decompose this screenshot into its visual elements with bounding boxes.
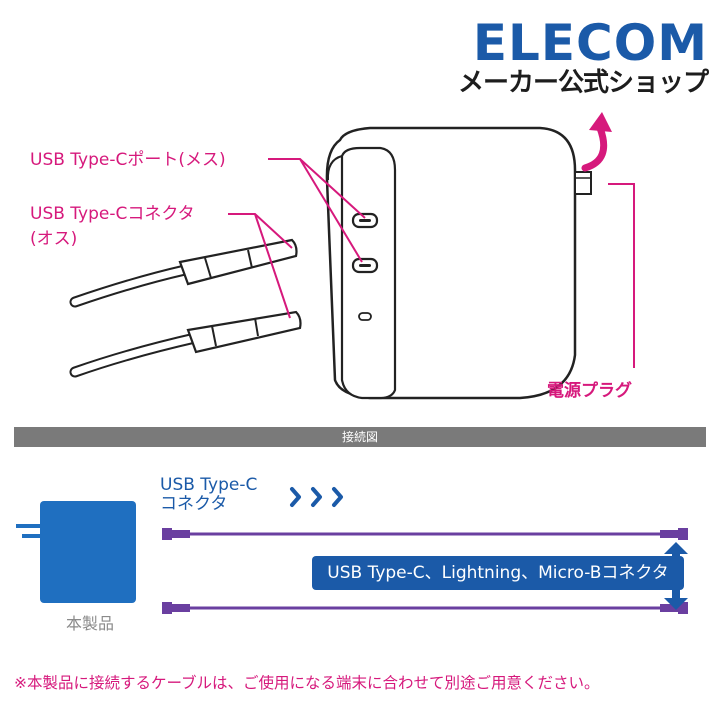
brand-logo: ELECOM [472, 14, 708, 72]
callout-connector: USB Type-Cコネクタ [30, 204, 195, 224]
footnote: ※本製品に接続するケーブルは、ご使用になる端末に合わせて別途ご用意ください。 [14, 674, 600, 692]
indicator-light [358, 312, 372, 321]
power-plug [574, 171, 592, 195]
product-label: 本製品 [65, 614, 114, 633]
cable-diagram-upper [162, 528, 688, 540]
cable-lower [69, 310, 302, 378]
callout-port: USB Type-Cポート(メス) [30, 150, 226, 170]
cable-upper [69, 238, 298, 308]
connector-label: USB Type-C コネクタ [160, 475, 258, 514]
compatible-connectors-badge: USB Type-C、Lightning、Micro-Bコネクタ [312, 556, 684, 590]
charger-illustration [69, 112, 635, 400]
charger-body [325, 126, 577, 400]
section-title: 接続図 [341, 430, 378, 444]
product-icon [16, 501, 136, 603]
curved-arrow-icon [581, 112, 612, 172]
cable-diagram-lower [162, 602, 688, 614]
callout-lines [228, 158, 635, 368]
shop-label: メーカー公式ショップ [457, 68, 709, 98]
section-bar [14, 427, 706, 447]
triple-chevron-right-icon [290, 487, 343, 507]
callout-connector-sub: (オス) [30, 229, 78, 249]
callout-plug: 電源プラグ [547, 381, 632, 401]
